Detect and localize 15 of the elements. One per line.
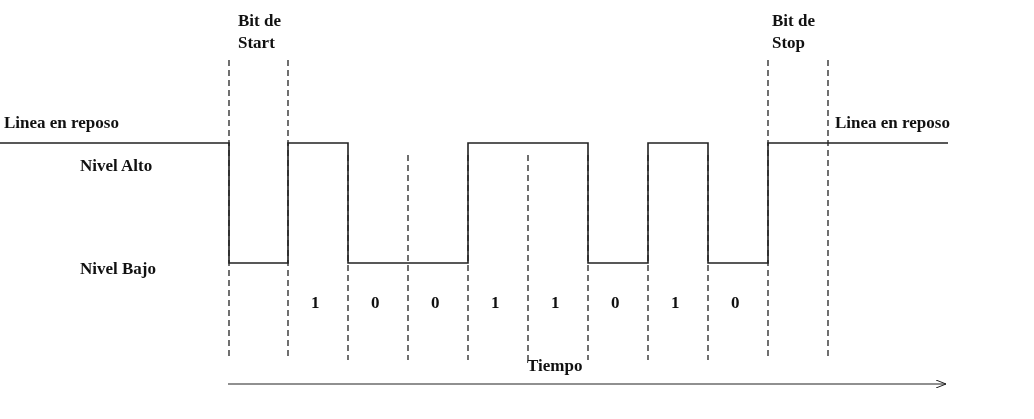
- bit-value: 0: [371, 292, 380, 314]
- level-label: Nivel Alto: [80, 155, 153, 177]
- bit-value: 0: [731, 292, 740, 314]
- bit-value: 1: [311, 292, 320, 314]
- bit-value: 1: [551, 292, 560, 314]
- bit-value: 1: [491, 292, 500, 314]
- level-label: Nivel Bajo: [80, 258, 157, 280]
- bit-value: 0: [431, 292, 440, 314]
- axis-label: Tiempo: [527, 355, 583, 377]
- bit-label: Bit de Stop: [772, 10, 816, 54]
- idle-line-label: Linea en reposo: [4, 112, 119, 134]
- bit-value: 1: [671, 292, 680, 314]
- bit-label: Bit de Start: [238, 10, 282, 54]
- idle-line-label: Linea en reposo: [835, 112, 950, 134]
- bit-value: 0: [611, 292, 620, 314]
